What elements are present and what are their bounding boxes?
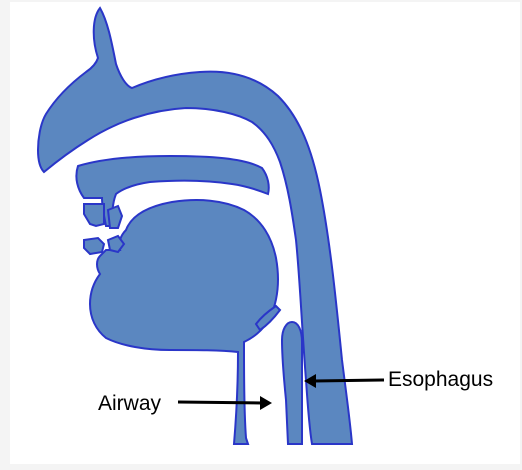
esophagus-tube <box>282 322 302 444</box>
esophagus-label: Esophagus <box>388 368 493 391</box>
tissue-group <box>38 8 352 444</box>
airway-label: Airway <box>98 392 162 415</box>
upper-teeth-shape <box>84 204 104 226</box>
airway-arrow <box>178 396 272 410</box>
lower-teeth-shape <box>84 238 104 254</box>
upper-teeth-shape-2 <box>108 206 122 228</box>
